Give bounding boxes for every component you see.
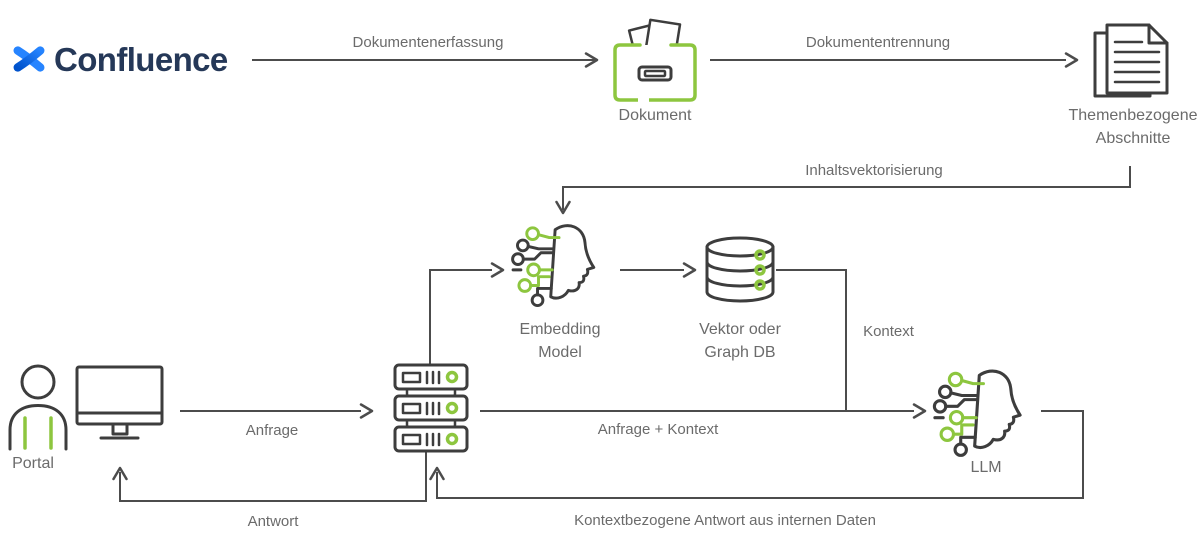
stacked-documents-icon	[1093, 23, 1169, 98]
confluence-mark-icon	[13, 46, 45, 72]
embedding-label-line2: Model	[538, 344, 582, 361]
llm-label: LLM	[970, 459, 1002, 476]
document-label: Dokument	[618, 107, 692, 124]
server-stack-icon	[393, 363, 469, 453]
llm-icon	[932, 369, 1022, 457]
label-anfrage-kontext: Anfrage + Kontext	[597, 421, 719, 438]
sections-label-line2: Abschnitte	[1095, 130, 1171, 147]
sections-label-line1: Themenbezogene	[1068, 107, 1198, 124]
database-icon	[705, 236, 775, 303]
database-label-line1: Vektor oder	[699, 321, 781, 338]
label-kontext: Kontext	[863, 323, 914, 340]
label-dokumentenerfassung: Dokumentenerfassung	[352, 34, 504, 51]
label-dokumententrennung: Dokumententrennung	[805, 34, 951, 51]
embedding-label-line1: Embedding	[519, 321, 601, 338]
sections-label: Themenbezogene Abschnitte	[1053, 104, 1200, 150]
label-antwort: Antwort	[247, 513, 299, 530]
confluence-logo: Confluence	[8, 38, 244, 80]
document-drawer-icon	[613, 18, 697, 104]
portal-label: Portal	[12, 455, 54, 472]
confluence-wordmark: Confluence	[54, 40, 228, 78]
portal-user-icon	[8, 364, 68, 451]
monitor-icon	[75, 365, 164, 440]
label-inhaltsvektorisierung: Inhaltsvektorisierung	[805, 162, 943, 179]
embedding-model-icon	[511, 224, 596, 308]
embedding-label: Embedding Model	[485, 318, 635, 364]
database-label-line2: Graph DB	[704, 344, 776, 361]
label-anfrage: Anfrage	[245, 422, 299, 439]
database-label: Vektor oder Graph DB	[665, 318, 815, 364]
label-kontextbezogene-antwort: Kontextbezogene Antwort aus internen Dat…	[574, 512, 876, 529]
